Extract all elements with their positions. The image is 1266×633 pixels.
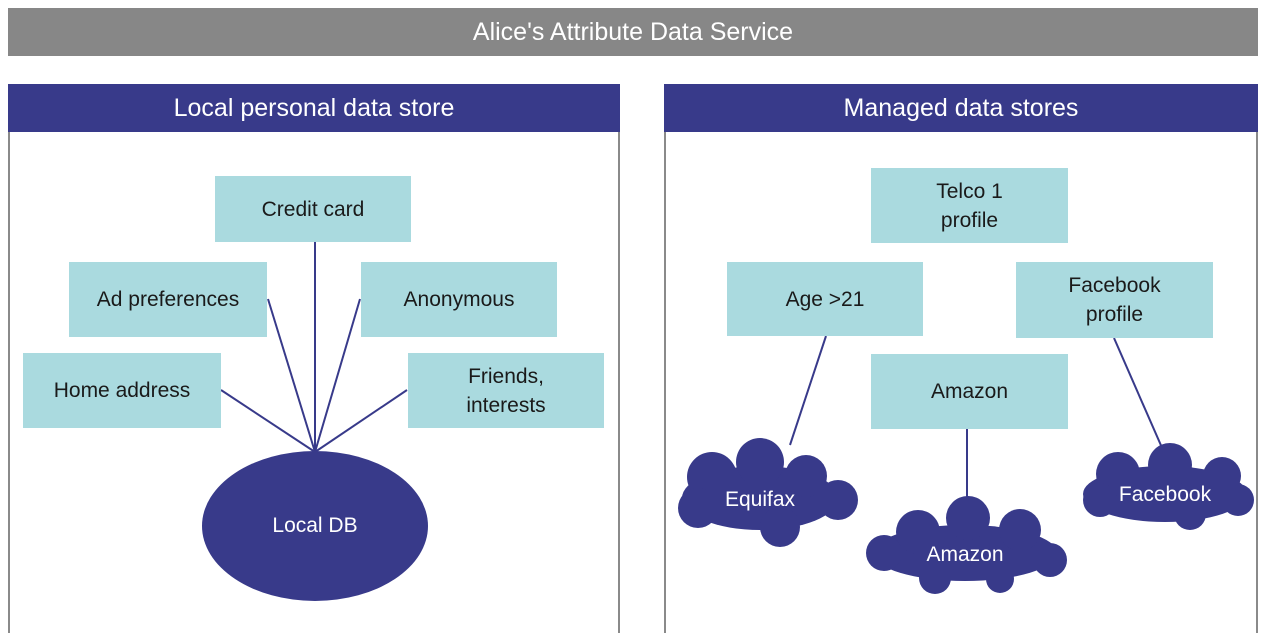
connector-facebook (1113, 337, 1164, 451)
facebook-profile-label: profile (1085, 303, 1144, 326)
anonymous-label: Anonymous (403, 288, 515, 311)
telco-profile-box: Telco 1 profile (871, 168, 1068, 243)
amazon-box: Amazon (871, 354, 1068, 429)
interests-label: interests (466, 393, 546, 417)
connector-anonymous (314, 298, 361, 453)
age-label: Age >21 (785, 287, 865, 311)
facebook-cloud (1083, 443, 1254, 530)
connector-home-address (220, 389, 316, 453)
equifax-cloud-label: Equifax (724, 488, 796, 511)
ad-preferences-label: Ad preferences (96, 288, 240, 311)
home-address-box: Home address (23, 353, 221, 428)
connector-friends (314, 389, 408, 453)
equifax-cloud (678, 438, 858, 547)
amazon-cloud-label: Amazon (926, 543, 1004, 566)
amazon-label: Amazon (930, 380, 1009, 403)
friends-label: Friends, (468, 364, 544, 388)
managed-stores-header: Managed data stores (664, 84, 1258, 132)
anonymous-box: Anonymous (361, 262, 557, 337)
local-db-node (202, 451, 428, 601)
ad-preferences-box: Ad preferences (69, 262, 267, 337)
age-box: Age >21 (727, 262, 923, 336)
facebook-profile-box: Facebook profile (1016, 262, 1213, 338)
credit-card-label: Credit card (261, 197, 365, 221)
facebook-label: Facebook (1068, 274, 1161, 297)
telco-profile-label: profile (940, 208, 999, 232)
connector-ad-preferences (267, 298, 316, 453)
facebook-cloud-label: Facebook (1118, 483, 1212, 506)
local-store-header: Local personal data store (8, 84, 620, 132)
local-db-label: Local DB (272, 514, 358, 537)
friends-interests-box: Friends, interests (408, 353, 604, 428)
telco-label: Telco 1 (936, 179, 1003, 203)
local-store-panel: Local personal data store (8, 84, 620, 633)
credit-card-box: Credit card (215, 176, 411, 242)
amazon-cloud (866, 496, 1067, 594)
connector-age-equifax (789, 335, 827, 446)
page-title: Alice's Attribute Data Service (8, 8, 1258, 56)
home-address-label: Home address (53, 379, 191, 402)
managed-stores-panel: Managed data stores (664, 84, 1258, 633)
